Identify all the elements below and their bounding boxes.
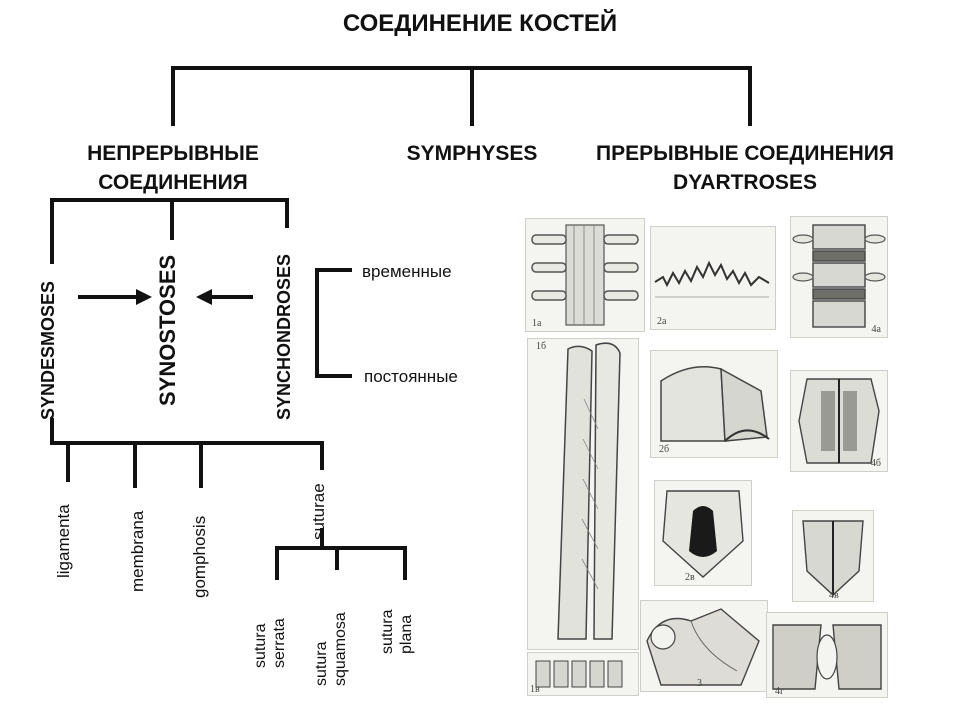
category-continuous: НЕПРЕРЫВНЫЕ СОЕДИНЕНИЯ <box>87 142 259 194</box>
category-discontinuous: ПРЕРЫВНЫЕ СОЕДИНЕНИЯ DYARTROSES <box>596 142 894 194</box>
plate-3-label: 3 <box>697 678 702 689</box>
label-synostoses: SYNOSTOSES <box>155 254 180 406</box>
plate-4b-section: 4б <box>790 370 888 472</box>
plate-4g-symphysis: 4г <box>766 612 888 698</box>
label-permanent: постоянные <box>364 367 458 386</box>
plate-2v-gomphosis: 2в <box>654 480 752 586</box>
label-sutura-serrata: sutura serrata <box>252 618 288 668</box>
plate-4g-label: 4г <box>775 686 785 697</box>
plate-1b-forearm: 1б <box>527 338 639 650</box>
plate-4v-section: 4в <box>792 510 874 602</box>
category-symphyses: SYMPHYSES <box>406 142 538 165</box>
plate-4a-discs: 4а <box>790 216 888 338</box>
arrow-right-head <box>136 289 152 305</box>
plate-1v-teeth: 1в <box>527 652 639 696</box>
plate-2v-label: 2в <box>685 572 695 583</box>
plate-1v-label: 1в <box>530 684 540 695</box>
plate-2a-suture: 2а <box>650 226 776 330</box>
plate-2a-label: 2а <box>657 316 667 327</box>
label-temporary: временные <box>362 262 452 281</box>
label-suturae: suturae <box>309 483 328 540</box>
arrow-left-head <box>196 289 212 305</box>
diagram-title: СОЕДИНЕНИЕ КОСТЕЙ <box>342 10 618 37</box>
plate-4b-label: 4б <box>870 458 881 469</box>
label-membrana: membrana <box>128 510 147 592</box>
plate-4a-label: 4а <box>871 324 881 335</box>
label-sutura-squamosa: sutura squamosa <box>313 612 349 686</box>
label-synchondroses: SYNCHONDROSES <box>274 253 294 420</box>
label-syndesmoses: SYNDESMOSES <box>38 280 58 420</box>
plate-3-synchondrosis: 3 <box>640 600 768 692</box>
plate-2b-label: 2б <box>659 444 670 455</box>
plate-1a-vertebrae: 1a <box>525 218 645 332</box>
plate-1a-label: 1a <box>532 318 542 329</box>
label-ligamenta: ligamenta <box>54 504 73 578</box>
plate-2b-squamous: 2б <box>650 350 778 458</box>
label-sutura-plana: sutura plana <box>379 609 415 654</box>
plate-4v-label: 4в <box>829 590 839 601</box>
label-gomphosis: gomphosis <box>190 515 209 598</box>
plate-1b-label: 1б <box>536 341 547 352</box>
